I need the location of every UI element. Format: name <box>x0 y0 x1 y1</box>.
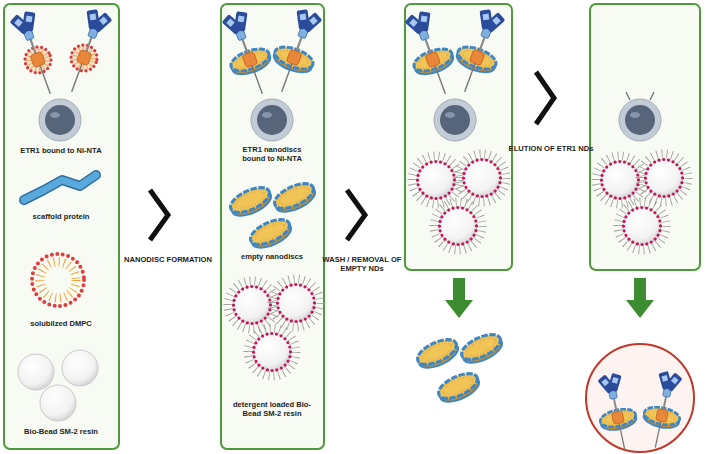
ni-nta-bead <box>39 99 81 141</box>
text-label: solubilzed DMPC <box>6 319 116 328</box>
bio-bead <box>18 354 54 390</box>
scaffold-protein <box>24 175 96 200</box>
free-tag <box>626 92 654 100</box>
nanodisc <box>435 369 483 407</box>
text-label: scaffold protein <box>6 212 116 221</box>
loaded-bio-bead <box>412 156 460 204</box>
down-arrow <box>445 278 473 318</box>
ni-nta-bead <box>434 99 476 141</box>
etr1-in-nanodisc <box>214 6 281 101</box>
text-label: NANODISC FORMATION <box>120 255 216 264</box>
loaded-bio-bead <box>248 328 296 376</box>
etr1-in-nanodisc <box>591 370 642 454</box>
text-label: detergent loaded Bio-Bead SM-2 resin <box>226 400 318 419</box>
panel <box>405 4 512 270</box>
text-label: ETR1 nanodiscs bound to Ni-NTA <box>232 145 312 164</box>
loaded-bio-bead <box>458 154 506 202</box>
nanodisc <box>458 330 506 368</box>
etr1-in-nanodisc <box>446 4 513 99</box>
etr1-in-nanodisc <box>263 4 330 99</box>
loaded-bio-bead <box>228 281 276 329</box>
etr1-in-nanodisc <box>638 368 689 452</box>
text-label: ELUTION OF ETR1 NDs <box>499 144 603 153</box>
etr1-in-nanodisc <box>397 6 464 101</box>
nanodisc <box>227 183 275 221</box>
loaded-bio-bead <box>272 279 320 327</box>
loaded-bio-bead <box>596 156 644 204</box>
dmpc-micelle <box>32 254 84 306</box>
scaffold-protein <box>24 175 96 200</box>
bio-bead <box>40 385 76 421</box>
product-circle <box>586 344 694 452</box>
panel <box>590 4 700 270</box>
bio-bead <box>62 350 98 386</box>
ni-nta-bead <box>619 99 661 141</box>
down-arrow <box>626 278 654 318</box>
step-chevron <box>150 190 168 240</box>
loaded-bio-bead <box>640 154 688 202</box>
step-chevron <box>536 72 554 124</box>
etr1-in-micelle <box>59 6 114 97</box>
ni-nta-bead <box>251 99 293 141</box>
text-label: Bio-Bead SM-2 resin <box>6 427 116 436</box>
loaded-bio-bead <box>618 202 666 250</box>
text-label: ETR1 bound to Ni-NTA <box>6 146 116 155</box>
loaded-bio-bead <box>434 202 482 250</box>
nanodisc <box>414 335 462 373</box>
text-label: WASH / REMOVAL OF EMPTY NDs <box>320 255 404 274</box>
nanodisc <box>247 215 295 253</box>
text-label: empty nanodiscs <box>224 252 320 261</box>
nanodisc <box>271 179 319 217</box>
panel <box>4 4 119 449</box>
step-chevron <box>347 190 365 240</box>
etr1-in-micelle <box>8 8 63 99</box>
